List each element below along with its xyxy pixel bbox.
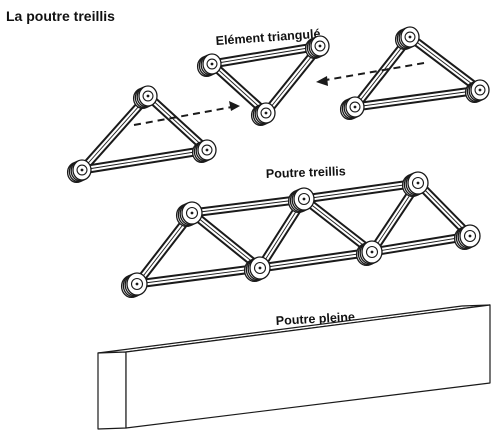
truss-bar <box>405 32 485 95</box>
arrowhead-right <box>316 76 328 86</box>
pin-joint <box>132 85 158 110</box>
triangle-center <box>196 35 330 127</box>
truss-bar <box>77 91 153 175</box>
pin-joint <box>175 201 203 228</box>
pin-joint <box>120 272 148 299</box>
truss-bar <box>350 85 485 112</box>
pin-joint <box>250 102 276 127</box>
pin-joint <box>394 26 420 51</box>
pin-joint <box>339 96 365 121</box>
pin-joint <box>191 139 217 164</box>
triangle-left <box>66 85 217 184</box>
truss-bar <box>207 41 325 69</box>
truss-bar <box>255 247 377 273</box>
arrow-left-to-center <box>133 106 233 126</box>
truss-bar <box>299 194 377 257</box>
truss-bar <box>77 145 212 175</box>
solid-beam-side-face <box>125 304 491 429</box>
pin-joint <box>304 35 330 60</box>
truss-beam <box>120 171 481 299</box>
pin-joint <box>287 187 315 214</box>
arrowhead-left <box>229 101 240 111</box>
solid-beam <box>97 304 491 430</box>
pin-joint <box>464 79 490 104</box>
truss-bar <box>367 231 475 257</box>
truss-bar <box>207 59 271 118</box>
pin-joint <box>196 53 222 78</box>
pin-joint <box>401 171 429 198</box>
truss-bar <box>299 178 423 204</box>
solid-beam-end-face <box>97 351 127 430</box>
truss-bar <box>187 208 265 273</box>
truss-bar <box>187 194 309 218</box>
pin-joint <box>453 224 481 251</box>
page-title: La poutre treillis <box>6 8 115 24</box>
truss-bar <box>132 263 265 289</box>
pin-joint <box>243 256 271 283</box>
truss-bar <box>143 91 212 155</box>
truss-bar <box>413 178 475 241</box>
pin-joint <box>355 240 383 267</box>
pin-joint <box>66 159 92 184</box>
label-truss-beam: Poutre treillis <box>266 164 346 181</box>
arrow-right-to-center <box>325 62 425 81</box>
triangle-right <box>339 26 490 121</box>
